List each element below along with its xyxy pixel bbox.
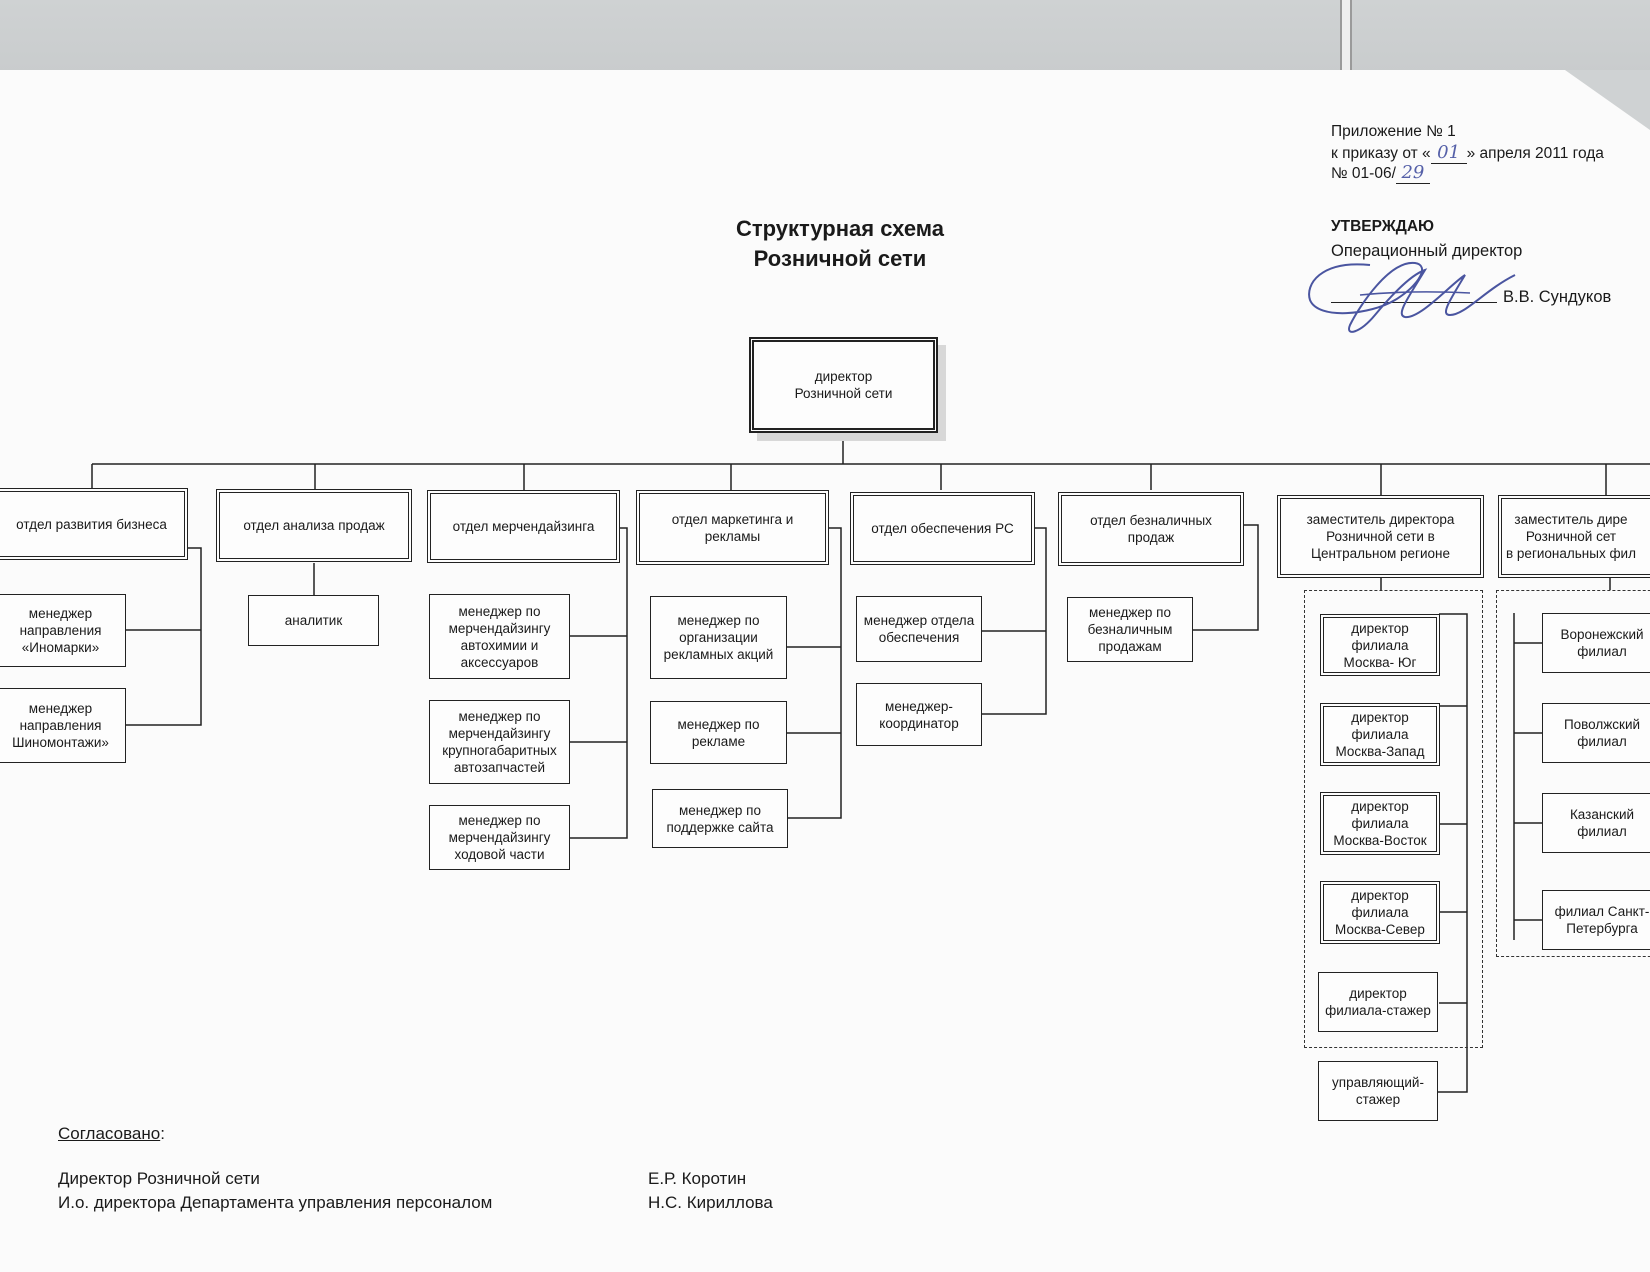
box-branch-voronezh: Воронежский филиал: [1542, 613, 1650, 673]
position-label: менеджер по организации рекламных акций: [663, 613, 774, 662]
dept-label: отдел анализа продаж: [243, 518, 385, 533]
dept-label: отдел обеспечения РС: [871, 521, 1014, 536]
dept-label: отдел маркетинга и рекламы: [671, 511, 794, 544]
box-dept-merchandising: отдел мерчендайзинга: [427, 490, 620, 563]
agreed-name-1: Е.Р. Коротин: [648, 1169, 747, 1188]
position-label: аналитик: [284, 613, 343, 628]
box-merch-large-parts: менеджер по мерчендайзингу крупногабарит…: [429, 700, 570, 784]
position-label: менеджер направления «Иномарки»: [19, 606, 102, 655]
page-title-line2: Розничной сети: [753, 246, 927, 271]
position-label: директор филиала Москва-Север: [1335, 888, 1425, 937]
appendix-line3: № 01-06/29: [1331, 163, 1430, 184]
approval-title: УТВЕРЖДАЮ: [1331, 218, 1435, 235]
regional-branches-group: [1496, 590, 1650, 957]
appendix-number: 29: [1395, 163, 1430, 184]
box-branch-kazan: Казанский филиал: [1542, 793, 1650, 853]
dept-label: отдел мерчендайзинга: [452, 519, 595, 534]
box-dept-cashless-sales: отдел безналичных продаж: [1058, 492, 1244, 566]
box-branch-moscow-south: директор филиала Москва- Юг: [1320, 614, 1440, 676]
appendix-line2-prefix: к приказу от «: [1331, 145, 1431, 162]
dept-label: отдел безналичных продаж: [1090, 513, 1212, 545]
box-marketing-promo: менеджер по организации рекламных акций: [650, 596, 787, 679]
box-branch-moscow-north: директор филиала Москва-Север: [1320, 881, 1440, 944]
box-branch-moscow-east: директор филиала Москва-Восток: [1320, 792, 1440, 855]
box-deputy-central-region: заместитель директора Розничной сети в Ц…: [1277, 495, 1484, 578]
box-dept-marketing: отдел маркетинга и рекламы: [636, 490, 829, 565]
box-branch-moscow-west: директор филиала Москва-Запад: [1320, 703, 1440, 766]
box-retail-director-label: директор Розничной сети: [794, 369, 893, 401]
position-label: менеджер- координатор: [879, 698, 959, 731]
box-branch-saint-petersburg: филиал Санкт- Петербурга: [1542, 890, 1650, 950]
agreed-position-1: Директор Розничной сети: [58, 1169, 260, 1188]
sheet-corner: [1565, 70, 1650, 130]
box-supply-coordinator: менеджер- координатор: [856, 683, 982, 746]
approval-position: Операционный директор: [1331, 242, 1523, 260]
dept-label: заместитель директора Розничной сети в Ц…: [1306, 512, 1455, 561]
appendix-line2-suffix: » апреля 2011 года: [1466, 145, 1604, 162]
position-label: Воронежский филиал: [1560, 627, 1644, 659]
agreed-heading-text: Согласовано: [58, 1124, 161, 1143]
box-branch-volga: Поволжский филиал: [1542, 703, 1650, 763]
position-label: менеджер отдела обеспечения: [863, 613, 975, 645]
agreed-position-2: И.о. директора Департамента управления п…: [58, 1193, 493, 1212]
position-label: директор филиала Москва-Восток: [1333, 799, 1427, 848]
agreed-heading-colon: :: [160, 1124, 165, 1143]
box-retail-director: директор Розничной сети: [749, 337, 938, 433]
appendix-day: 01: [1430, 143, 1467, 164]
agreed-heading: Согласовано:: [58, 1124, 165, 1144]
box-dept-supply: отдел обеспечения РС: [850, 492, 1035, 565]
position-label: менеджер по безналичным продажам: [1087, 605, 1173, 654]
position-label: управляющий- стажер: [1332, 1075, 1424, 1107]
position-label: Казанский филиал: [1569, 807, 1635, 839]
page-title-line1: Структурная схема: [735, 216, 945, 241]
box-marketing-website: менеджер по поддержке сайта: [652, 789, 788, 848]
box-supply-manager: менеджер отдела обеспечения: [856, 596, 982, 662]
position-label: директор филиала Москва-Запад: [1335, 710, 1425, 759]
box-dept-business-development: отдел развития бизнеса: [0, 488, 188, 560]
box-branch-trainee-director: директор филиала-стажер: [1318, 972, 1438, 1032]
appendix-line2: к приказу от «01» апреля 2011 года: [1331, 143, 1604, 164]
central-branches-group: [1304, 590, 1483, 1048]
box-deputy-regional: заместитель дире Розничной сет в региона…: [1498, 495, 1650, 578]
position-label: менеджер по мерчендайзингу ходовой части: [448, 813, 551, 862]
box-marketing-advertising: менеджер по рекламе: [650, 701, 787, 764]
appendix-line1: Приложение № 1: [1331, 123, 1456, 140]
signature-line: [1331, 302, 1497, 303]
box-dept-sales-analysis: отдел анализа продаж: [216, 489, 412, 562]
position-label: менеджер по поддержке сайта: [666, 802, 774, 835]
position-label: Поволжский филиал: [1563, 717, 1641, 749]
box-merch-chassis: менеджер по мерчендайзингу ходовой части: [429, 805, 570, 870]
position-label: менеджер по рекламе: [677, 716, 760, 749]
box-merch-autochemistry: менеджер по мерчендайзингу автохимии и а…: [429, 594, 570, 679]
handwritten-signature: [1308, 261, 1516, 333]
position-label: менеджер по мерчендайзингу автохимии и а…: [448, 603, 551, 670]
box-analyst: аналитик: [248, 595, 379, 646]
agreed-name-2: Н.С. Кириллова: [648, 1193, 773, 1212]
position-label: директор филиала Москва- Юг: [1343, 620, 1417, 670]
appendix-line3-prefix: № 01-06/: [1331, 165, 1396, 182]
box-cashless-manager: менеджер по безналичным продажам: [1067, 597, 1193, 662]
position-label: филиал Санкт- Петербурга: [1554, 904, 1650, 936]
scan-background-post: [1340, 0, 1352, 70]
approval-name: В.В. Сундуков: [1503, 288, 1612, 306]
box-trainee-manager: управляющий- стажер: [1318, 1061, 1438, 1121]
position-label: директор филиала-стажер: [1325, 986, 1431, 1018]
scan-background: [0, 0, 1650, 72]
box-manager-tire-service: менеджер направления Шиномонтажи»: [0, 688, 126, 763]
dept-label: заместитель дире Розничной сет в региона…: [1506, 512, 1636, 561]
dept-label: отдел развития бизнеса: [16, 516, 167, 532]
position-label: менеджер направления Шиномонтажи»: [12, 701, 109, 750]
box-manager-inomarki: менеджер направления «Иномарки»: [0, 594, 126, 667]
position-label: менеджер по мерчендайзингу крупногабарит…: [442, 709, 557, 775]
